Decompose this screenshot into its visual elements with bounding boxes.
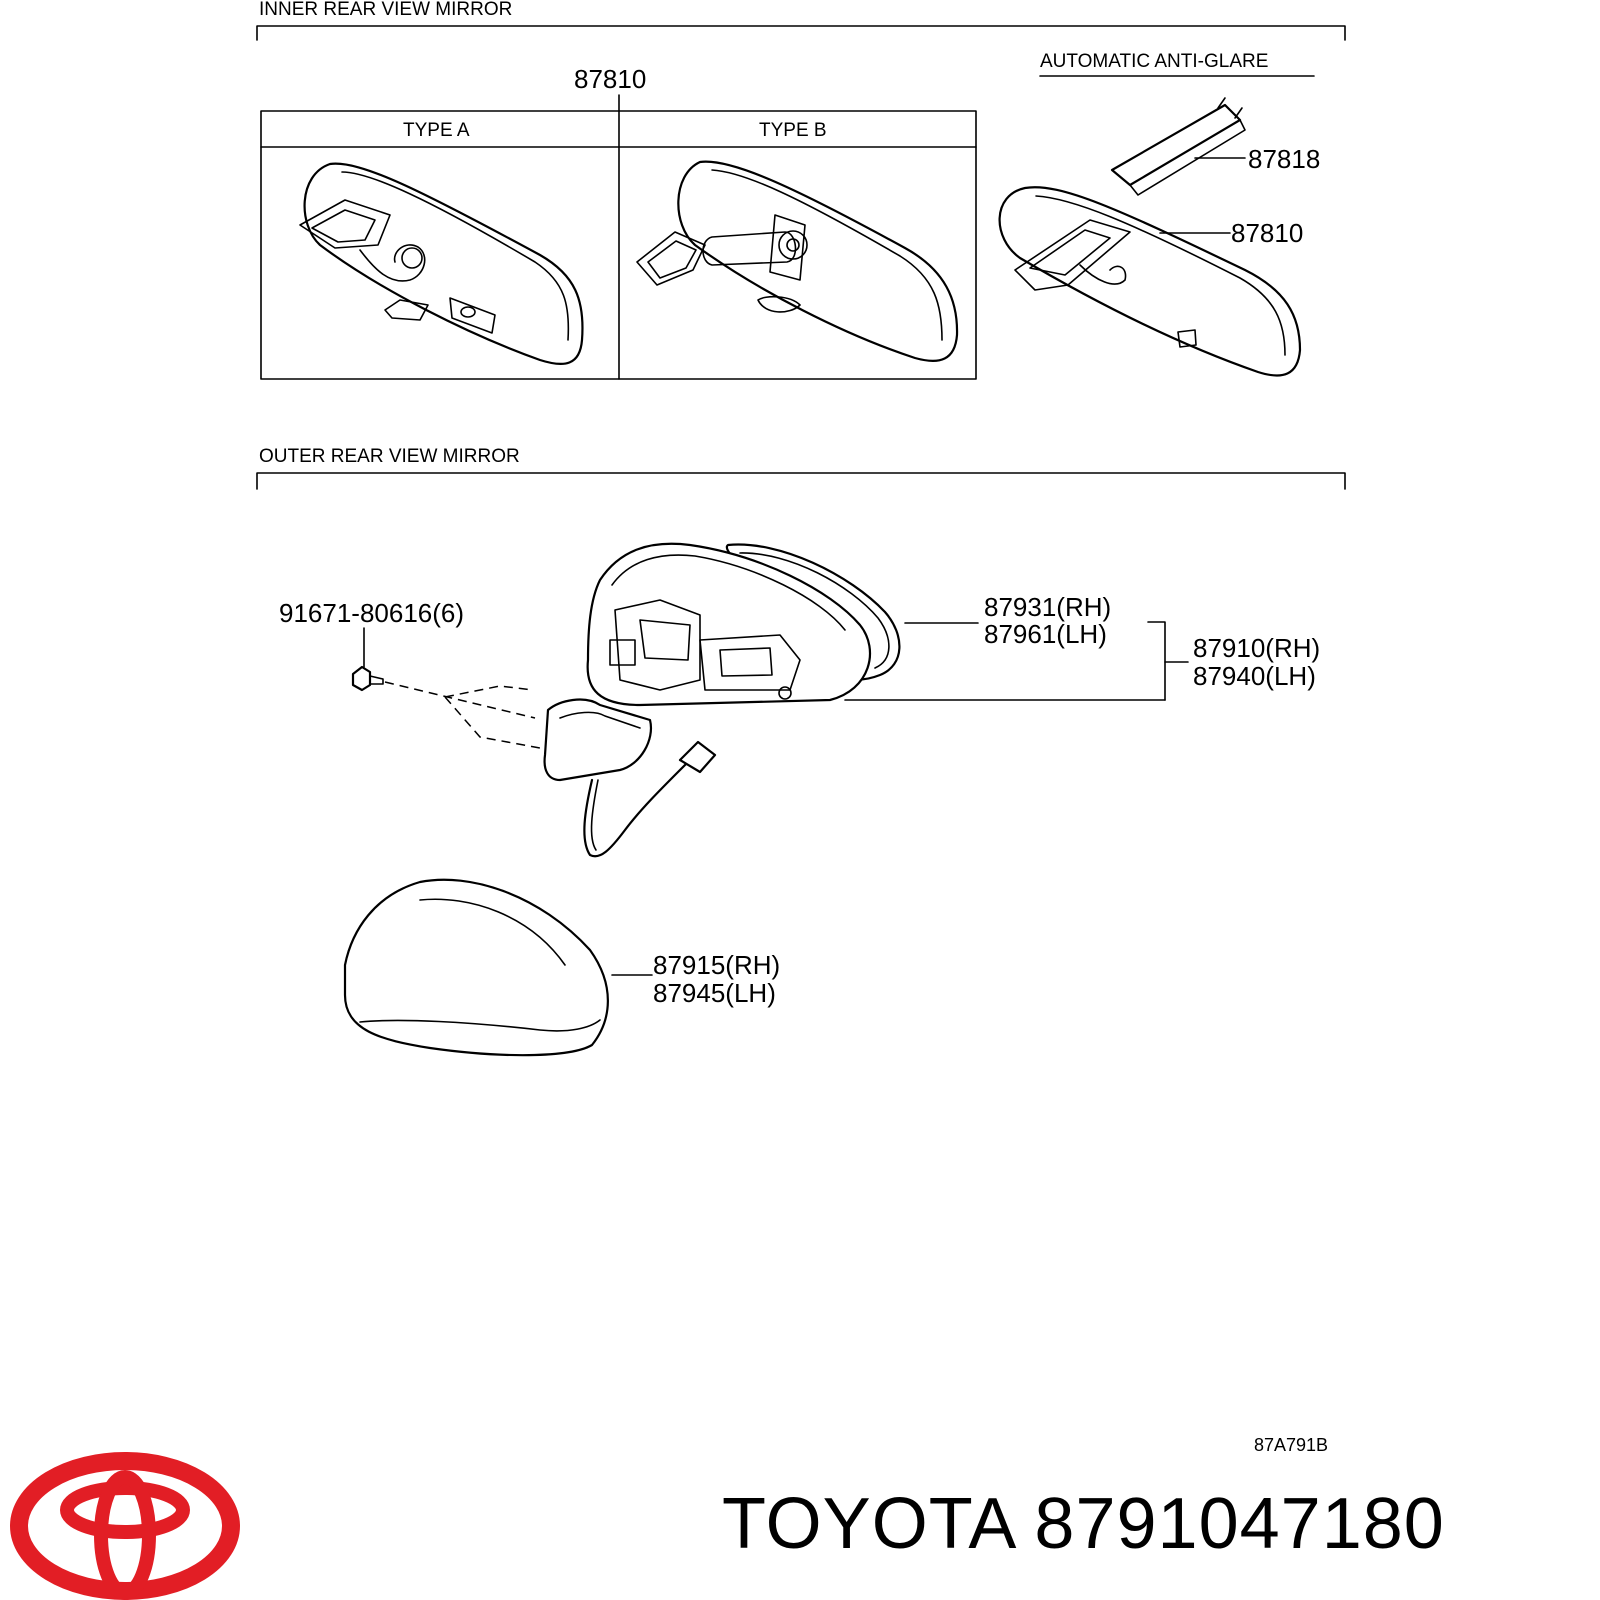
part-cover-rh: 87915(RH)	[653, 950, 781, 980]
outer-section-bracket	[256, 472, 1346, 490]
type-b-label: TYPE B	[759, 120, 827, 141]
part-assy-rh: 87910(RH)	[1193, 633, 1321, 663]
diagram-code: 87A791B	[1254, 1435, 1329, 1455]
outer-mirror-assembly	[543, 542, 901, 858]
part-cover-lh: 87945(LH)	[653, 978, 776, 1008]
anti-glare-label: AUTOMATIC ANTI-GLARE	[1040, 51, 1269, 72]
type-table	[260, 94, 977, 380]
type-b-mirror	[636, 160, 959, 362]
toyota-logo-icon	[10, 1452, 240, 1600]
part-assy-lh: 87940(LH)	[1193, 661, 1316, 691]
outer-leaders	[611, 621, 1189, 976]
part-number: 8791047180	[1034, 1484, 1445, 1564]
part-glass-lh: 87961(LH)	[984, 619, 1107, 649]
bolt-icon	[351, 627, 384, 692]
fastener-dashes	[384, 681, 541, 749]
inner-section-title: INNER REAR VIEW MIRROR	[259, 0, 513, 20]
type-a-mirror	[299, 162, 584, 366]
type-a-label: TYPE A	[403, 120, 470, 141]
footer-brand: TOYOTA 8791047180	[722, 1488, 1445, 1560]
part-87818: 87818	[1248, 144, 1321, 174]
anti-glare-mirror	[998, 97, 1302, 377]
part-87810-anti-glare: 87810	[1231, 218, 1304, 248]
mirror-cover	[343, 878, 609, 1057]
inner-section-bracket	[256, 25, 1346, 41]
outer-section-title: OUTER REAR VIEW MIRROR	[259, 446, 520, 467]
part-glass-rh: 87931(RH)	[984, 592, 1112, 622]
part-bolt: 91671-80616(6)	[279, 598, 465, 628]
part-87810-main: 87810	[574, 64, 647, 94]
brand-name: TOYOTA	[722, 1484, 1014, 1564]
